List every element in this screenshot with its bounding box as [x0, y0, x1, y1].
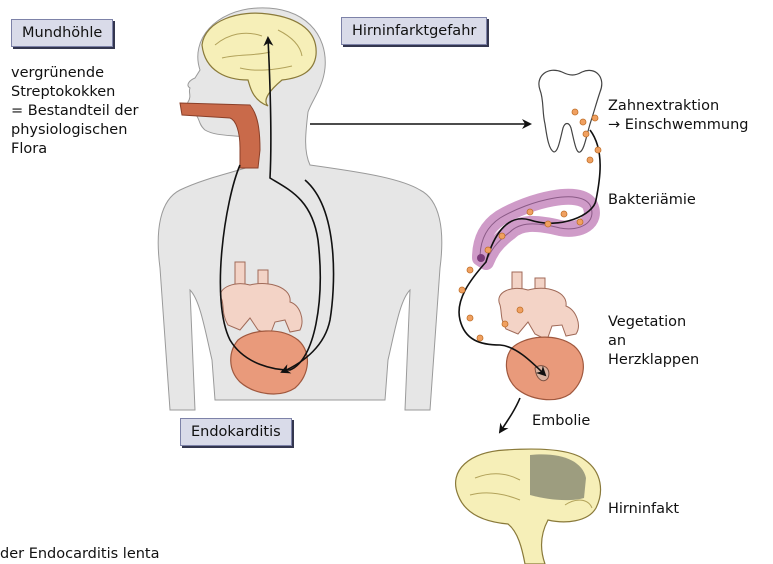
label-hirninfarktgefahr: Hirninfarktgefahr: [341, 17, 487, 45]
bacterium-entry: [477, 254, 485, 262]
infarct-brain: [456, 449, 601, 564]
label-endokarditis: Endokarditis: [180, 418, 292, 446]
bakteriaemie-text: Bakteriämie: [608, 191, 696, 210]
flora-description: vergrünende Streptokokken = Bestandteil …: [11, 64, 139, 159]
zahnextraktion-text: Zahnextraktion → Einschwemmung: [608, 97, 748, 135]
hirninfakt-text: Hirninfakt: [608, 500, 679, 519]
caption-text: der Endocarditis lenta: [0, 545, 160, 564]
embolie-text: Embolie: [532, 412, 590, 431]
heart-with-vegetation: [499, 272, 584, 400]
blood-vessel: [480, 197, 592, 262]
tooth-icon: [539, 70, 602, 152]
esophagus: [180, 103, 260, 168]
label-mundhoehle: Mundhöhle: [11, 19, 113, 47]
embolie-arrow: [500, 398, 520, 432]
vegetation-text: Vegetation an Herzklappen: [608, 313, 699, 370]
